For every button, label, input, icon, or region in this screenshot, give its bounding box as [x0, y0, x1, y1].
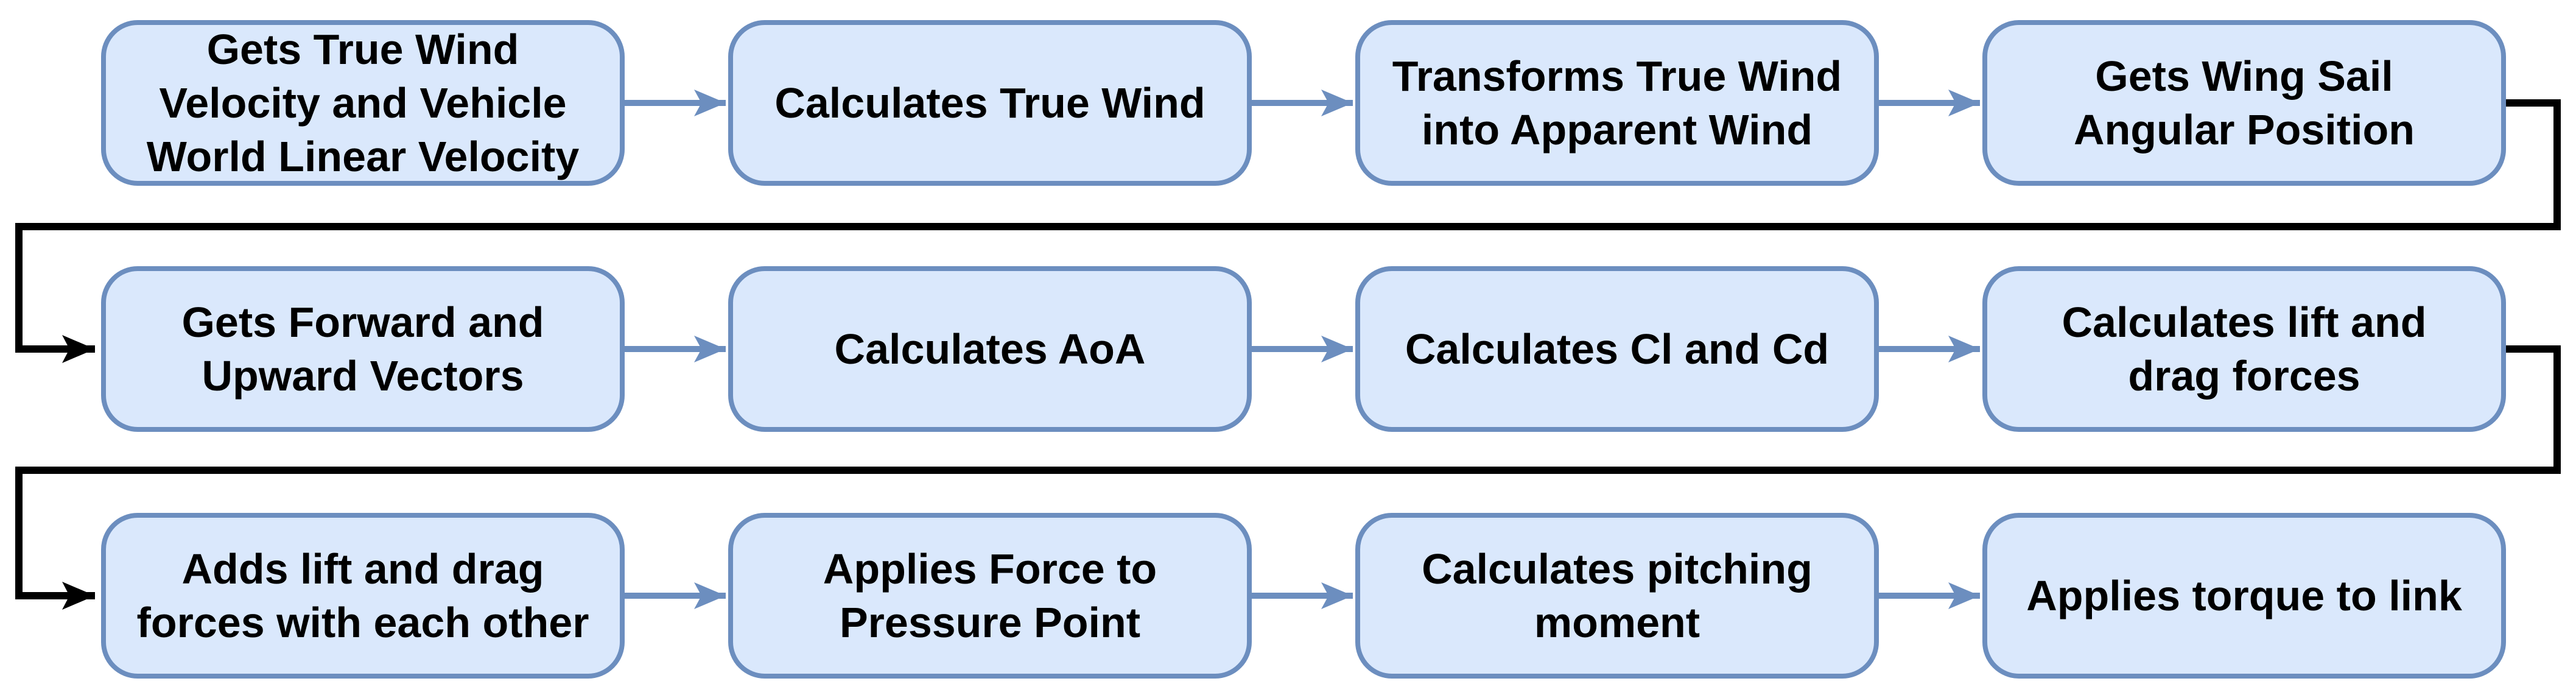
step-calculates-cl-and-cd: Calculates Cl and Cd [1355, 266, 1879, 432]
step-gets-wing-sail-angular-position: Gets Wing Sail Angular Position [1982, 20, 2506, 186]
step-gets-true-wind-and-vehicle-velocity: Gets True Wind Velocity and Vehicle Worl… [101, 20, 625, 186]
wrap-connector-row1-row2-icon [15, 99, 2561, 363]
step-applies-force-to-pressure-point: Applies Force to Pressure Point [728, 513, 1252, 679]
wrap-connector-row2-row3-icon [15, 345, 2561, 610]
step-calculates-pitching-moment: Calculates pitching moment [1355, 513, 1879, 679]
step-calculates-aoa: Calculates AoA [728, 266, 1252, 432]
step-gets-forward-upward-vectors: Gets Forward and Upward Vectors [101, 266, 625, 432]
step-calculates-lift-drag-forces: Calculates lift and drag forces [1982, 266, 2506, 432]
step-calculates-true-wind: Calculates True Wind [728, 20, 1252, 186]
step-transforms-true-wind-to-apparent-wind: Transforms True Wind into Apparent Wind [1355, 20, 1879, 186]
step-adds-lift-drag-forces: Adds lift and drag forces with each othe… [101, 513, 625, 679]
step-applies-torque-to-link: Applies torque to link [1982, 513, 2506, 679]
